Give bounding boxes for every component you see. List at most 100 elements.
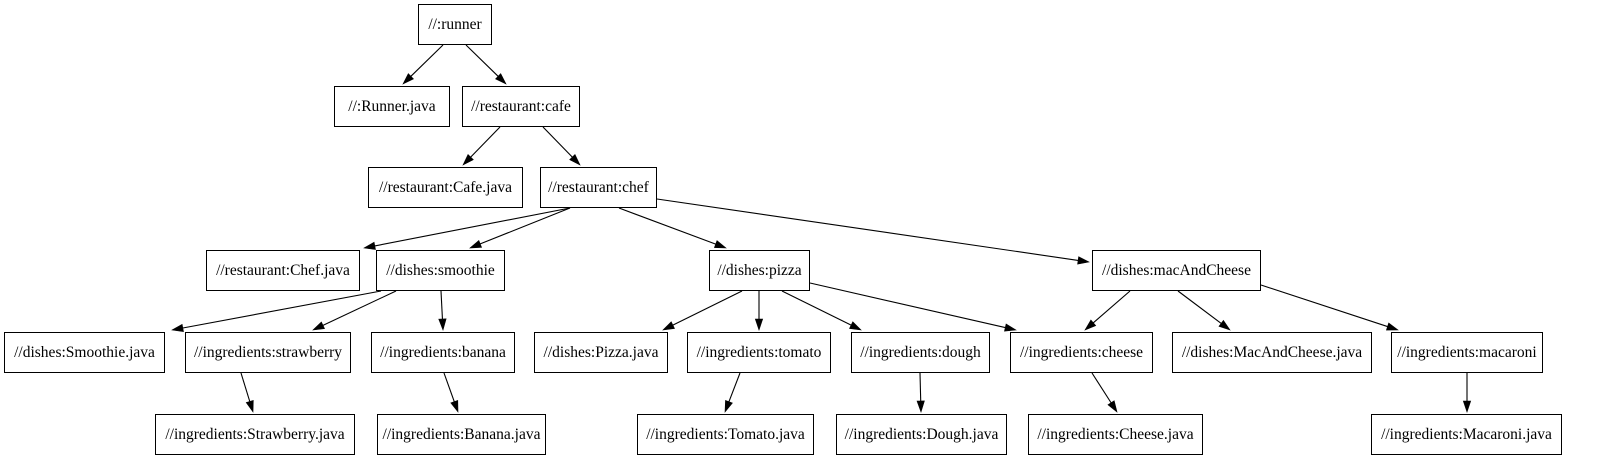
edge-line [410, 44, 444, 77]
graph-node-label: //ingredients:banana [380, 343, 506, 361]
graph-node-label: //restaurant:cafe [471, 97, 571, 115]
edge-arrowhead-icon [312, 321, 325, 331]
graph-node-Dough_java[interactable]: //ingredients:Dough.java [836, 414, 1007, 455]
graph-node-Tomato_java[interactable]: //ingredients:Tomato.java [637, 414, 814, 455]
graph-node-ing_strawberry[interactable]: //ingredients:strawberry [185, 332, 351, 373]
edge-arrowhead-icon [469, 239, 483, 249]
graph-node-label: //ingredients:cheese [1019, 343, 1144, 361]
edge-line [618, 207, 716, 245]
edge-line [322, 290, 397, 326]
graph-node-Chef_java[interactable]: //restaurant:Chef.java [206, 250, 360, 291]
graph-node-MacAndCheese_java[interactable]: //dishes:MacAndCheese.java [1172, 332, 1372, 373]
graph-edge [662, 290, 743, 331]
edge-line [465, 44, 499, 77]
edge-arrowhead-icon [1218, 319, 1231, 331]
graph-node-label: //ingredients:Cheese.java [1037, 425, 1194, 443]
graph-edge [1177, 290, 1231, 331]
graph-node-Runner_java[interactable]: //:Runner.java [334, 86, 450, 127]
edge-line [440, 290, 443, 320]
graph-edge [754, 291, 764, 331]
graph-node-label: //restaurant:Cafe.java [379, 178, 512, 196]
graph-node-label: //ingredients:macaroni [1397, 343, 1537, 361]
graph-node-Cheese_java[interactable]: //ingredients:Cheese.java [1028, 414, 1203, 455]
graph-node-Pizza_java[interactable]: //dishes:Pizza.java [534, 332, 668, 373]
graph-node-ing_macaroni[interactable]: //ingredients:macaroni [1391, 332, 1543, 373]
graph-node-label: //dishes:smoothie [386, 261, 495, 279]
edge-arrowhead-icon [363, 241, 376, 250]
edge-arrowhead-icon [724, 399, 733, 413]
edge-arrowhead-icon [171, 323, 184, 332]
graph-node-Strawberry_java[interactable]: //ingredients:Strawberry.java [155, 414, 355, 455]
graph-node-Macaroni_java[interactable]: //ingredients:Macaroni.java [1371, 414, 1562, 455]
edge-line [240, 372, 251, 402]
edge-arrowhead-icon [402, 73, 414, 85]
graph-node-label: //dishes:pizza [717, 261, 802, 279]
edge-arrowhead-icon [1004, 323, 1017, 332]
graph-node-ing_cheese[interactable]: //ingredients:cheese [1010, 332, 1153, 373]
graph-node-dishes_smoothie[interactable]: //dishes:smoothie [376, 250, 505, 291]
edge-arrowhead-icon [569, 154, 581, 166]
graph-edge [618, 207, 727, 249]
graph-node-label: //:Runner.java [348, 97, 436, 115]
graph-edge [724, 372, 741, 413]
graph-edge [1091, 372, 1118, 413]
graph-node-restaurant_cafe[interactable]: //restaurant:cafe [462, 86, 580, 127]
graph-node-ing_banana[interactable]: //ingredients:banana [371, 332, 515, 373]
graph-node-label: //ingredients:Banana.java [382, 425, 541, 443]
edge-arrowhead-icon [462, 154, 474, 166]
graph-node-Cafe_java[interactable]: //restaurant:Cafe.java [368, 167, 523, 208]
edge-line [919, 372, 922, 402]
edge-line [470, 126, 501, 158]
graph-node-label: //dishes:Smoothie.java [14, 343, 155, 361]
graph-node-dishes_pizza[interactable]: //dishes:pizza [709, 250, 810, 291]
graph-node-label: //ingredients:strawberry [193, 343, 343, 361]
edge-line [656, 198, 1079, 261]
edge-arrowhead-icon [1385, 322, 1399, 331]
graph-node-label: //dishes:Pizza.java [543, 343, 659, 361]
graph-edge [443, 372, 459, 413]
edge-line [809, 282, 1006, 329]
edge-arrowhead-icon [1107, 400, 1118, 413]
edge-arrowhead-icon [713, 240, 727, 249]
graph-node-label: //dishes:MacAndCheese.java [1181, 343, 1363, 361]
graph-edge [1462, 373, 1472, 413]
edge-line [728, 372, 741, 402]
graph-node-label: //ingredients:Tomato.java [646, 425, 805, 443]
edge-line [182, 290, 382, 329]
graph-edge [312, 290, 397, 331]
graph-edge [363, 207, 571, 250]
edge-arrowhead-icon [245, 399, 254, 413]
graph-edge [465, 44, 507, 85]
graph-node-runner[interactable]: //:runner [418, 4, 492, 45]
graph-node-label: //restaurant:Chef.java [216, 261, 350, 279]
graph-node-dishes_macandchz[interactable]: //dishes:macAndCheese [1092, 250, 1261, 291]
edge-line [781, 290, 852, 326]
graph-node-label: //:runner [428, 15, 482, 33]
graph-edge [240, 372, 254, 413]
graph-edge [542, 126, 581, 166]
graph-edge [438, 290, 447, 331]
graph-edge [809, 282, 1017, 332]
graph-node-label: //ingredients:tomato [696, 343, 822, 361]
graph-edge [1084, 290, 1131, 331]
edge-arrowhead-icon [1084, 319, 1097, 331]
graph-node-ing_dough[interactable]: //ingredients:dough [851, 332, 990, 373]
graph-edge [656, 198, 1090, 265]
edge-arrowhead-icon [849, 321, 862, 331]
edge-line [374, 207, 571, 247]
edge-arrowhead-icon [754, 318, 764, 331]
edge-arrowhead-icon [916, 400, 925, 413]
edge-line [443, 372, 455, 402]
edge-line [1177, 290, 1222, 324]
graph-node-restaurant_chef[interactable]: //restaurant:chef [540, 167, 657, 208]
edge-arrowhead-icon [495, 73, 507, 85]
graph-node-ing_tomato[interactable]: //ingredients:tomato [687, 332, 831, 373]
edge-line [542, 126, 573, 158]
graph-edge [781, 290, 862, 331]
graph-node-Banana_java[interactable]: //ingredients:Banana.java [377, 414, 546, 455]
graph-node-Smoothie_java[interactable]: //dishes:Smoothie.java [4, 332, 165, 373]
graph-edge [402, 44, 444, 85]
edge-line [480, 207, 571, 245]
graph-node-label: //ingredients:Macaroni.java [1381, 425, 1552, 443]
